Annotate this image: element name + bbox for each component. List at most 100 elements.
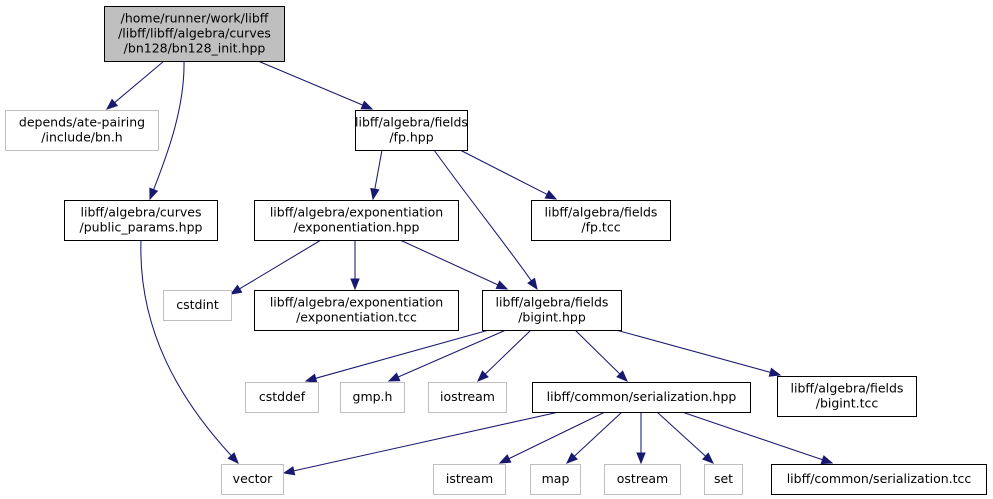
node-box (530, 464, 581, 495)
node-box (254, 200, 459, 241)
edge-fp_hpp-to-fp_tcc (459, 149, 558, 200)
node-box (221, 464, 284, 495)
node-label-line: libff/algebra/fields (496, 295, 609, 310)
node-exp-hpp[interactable]: libff/algebra/exponentiation/exponentiat… (254, 200, 459, 241)
edge-line (293, 411, 560, 472)
arrowhead-icon (566, 452, 578, 464)
node-box (428, 382, 507, 413)
node-label-line: vector (233, 471, 274, 486)
node-cstdint[interactable]: cstdint (163, 290, 232, 321)
edge-serialization_hpp-to-ostream (636, 412, 646, 465)
node-label-line: /libff/libff/algebra/curves (118, 26, 271, 41)
arrowhead-icon (360, 100, 374, 110)
arrowhead-icon (495, 280, 509, 290)
arrowhead-icon (477, 370, 489, 382)
node-label-line: /bigint.hpp (518, 310, 586, 325)
node-label-line: /public_params.hpp (80, 220, 203, 235)
node-root[interactable]: /home/runner/work/libff/libff/libff/alge… (104, 6, 285, 62)
edge-serialization_hpp-to-serialization_tcc (681, 411, 834, 465)
edge-exp_hpp-to-exp_tcc (350, 240, 360, 291)
node-bn-h[interactable]: depends/ate-pairing/include/bn.h (5, 110, 159, 151)
node-exp-tcc[interactable]: libff/algebra/exponentiation/exponentiat… (254, 290, 459, 331)
edge-line (459, 149, 548, 195)
node-label-line: /bn128/bn128_init.hpp (124, 41, 266, 56)
node-fp-tcc[interactable]: libff/algebra/fields/fp.tcc (531, 200, 671, 241)
node-label-line: istream (446, 471, 493, 486)
edge-public_params-to-vector (140, 239, 239, 464)
edge-line (257, 60, 363, 106)
node-label-line: libff/algebra/exponentiation (270, 205, 443, 220)
node-istream[interactable]: istream (433, 464, 506, 495)
arrowhead-icon (820, 455, 834, 465)
node-box (482, 290, 622, 331)
node-label-line: cstddef (259, 389, 306, 404)
edge-line (399, 239, 499, 286)
node-label-line: /bigint.tcc (816, 396, 879, 411)
node-set[interactable]: set (704, 464, 743, 495)
edge-line (574, 329, 621, 375)
node-box (777, 376, 917, 417)
arrowhead-icon (282, 466, 296, 476)
node-label-line: libff/algebra/curves (81, 205, 202, 220)
edge-fp_hpp-to-bigint_hpp (433, 149, 538, 291)
arrowhead-icon (544, 190, 558, 200)
node-box (355, 110, 468, 151)
node-cstddef[interactable]: cstddef (245, 382, 319, 413)
arrowhead-icon (149, 187, 159, 201)
arrowhead-icon (229, 284, 243, 295)
node-iostream[interactable]: iostream (428, 382, 507, 413)
node-gmp-h[interactable]: gmp.h (340, 382, 405, 413)
edge-line (508, 411, 606, 460)
edge-root-to-bn_h (105, 60, 165, 110)
node-bigint-tcc[interactable]: libff/algebra/fields/bigint.tcc (777, 376, 917, 417)
node-label-line: cstdint (176, 297, 219, 312)
edge-line (153, 60, 185, 190)
node-label-line: gmp.h (353, 389, 393, 404)
node-label-line: map (542, 471, 570, 486)
arrowhead-icon (498, 454, 512, 464)
edge-line (140, 239, 232, 456)
edge-fp_hpp-to-exp_hpp (370, 149, 383, 201)
nodes-layer: /home/runner/work/libff/libff/libff/alge… (5, 6, 987, 495)
edge-bigint_hpp-to-iostream (477, 329, 532, 382)
edge-line (315, 329, 490, 379)
edge-root-to-fp_hpp (257, 60, 374, 110)
node-label-line: libff/algebra/fields (791, 381, 904, 396)
node-label-line: libff/common/serialization.hpp (547, 389, 737, 404)
arrowhead-icon (304, 373, 318, 383)
node-fp-hpp[interactable]: libff/algebra/fields/fp.hpp (355, 110, 468, 151)
edge-bigint_hpp-to-serialization_hpp (574, 329, 628, 382)
edge-root-to-public_params (149, 60, 185, 201)
edge-line (656, 411, 706, 457)
node-bigint-hpp[interactable]: libff/algebra/fields/bigint.hpp (482, 290, 622, 331)
node-label-line: /exponentiation.tcc (296, 310, 417, 325)
node-serialization-tcc[interactable]: libff/common/serialization.tcc (771, 464, 987, 495)
node-serialization-hpp[interactable]: libff/common/serialization.hpp (532, 382, 751, 413)
node-box (531, 200, 671, 241)
edge-exp_hpp-to-bigint_hpp (399, 239, 509, 290)
node-label-line: /fp.tcc (581, 220, 620, 235)
node-label-line: libff/algebra/fields (545, 205, 658, 220)
node-label-line: set (714, 471, 733, 486)
edge-serialization_hpp-to-vector (282, 411, 560, 476)
arrowhead-icon (350, 278, 360, 291)
node-vector[interactable]: vector (221, 464, 284, 495)
node-label-line: depends/ate-pairing (19, 115, 145, 130)
edge-line (239, 239, 322, 290)
arrowhead-icon (105, 98, 119, 110)
arrowhead-icon (527, 277, 538, 291)
node-box (104, 6, 285, 62)
node-map[interactable]: map (530, 464, 581, 495)
arrowhead-icon (227, 452, 239, 464)
node-public-params[interactable]: libff/algebra/curves/public_params.hpp (64, 200, 218, 241)
node-label-line: libff/common/serialization.tcc (787, 471, 972, 486)
node-label-line: /fp.hpp (389, 130, 433, 145)
node-ostream[interactable]: ostream (604, 464, 681, 495)
node-label-line: libff/algebra/exponentiation (270, 295, 443, 310)
arrowhead-icon (768, 367, 782, 377)
arrowhead-icon (387, 372, 401, 382)
node-box (340, 382, 405, 413)
edge-line (615, 329, 771, 373)
node-box (254, 290, 459, 331)
